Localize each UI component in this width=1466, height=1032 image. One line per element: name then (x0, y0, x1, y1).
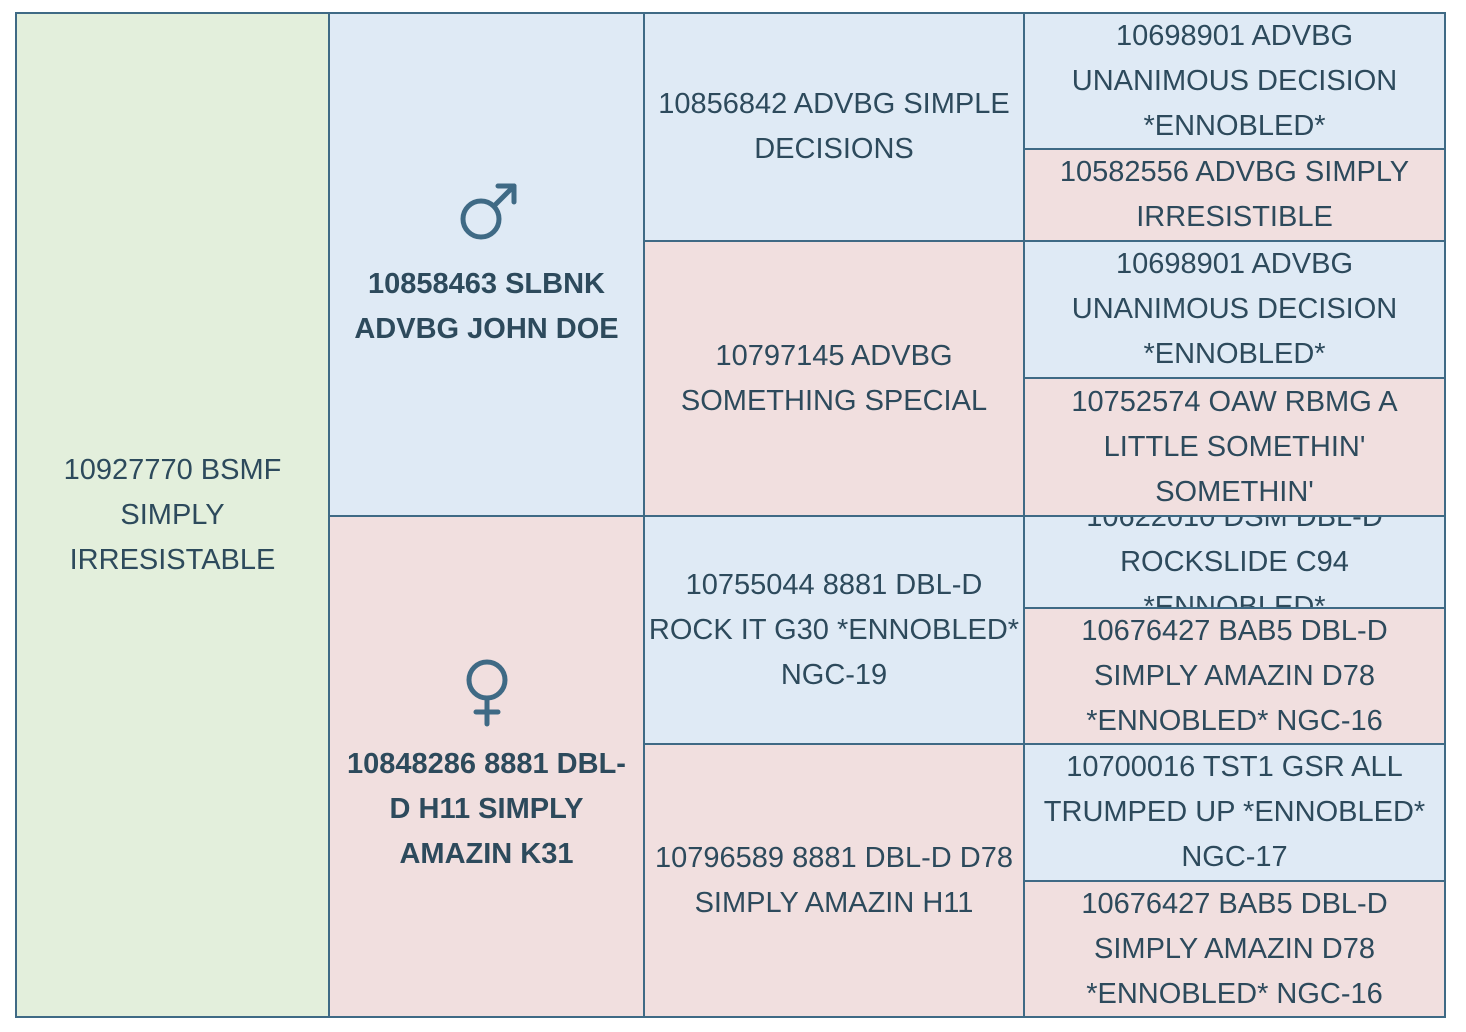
grandparent-label: 10755044 8881 DBL-D ROCK IT G30 *ENNOBLE… (648, 568, 1020, 691)
great-grandparent-label: 10698901 ADVBG UNANIMOUS DECISION *ENNOB… (1071, 19, 1398, 142)
subject-cell[interactable]: 10927770 BSMF SIMPLY IRRESISTABLE (15, 12, 330, 1018)
great-grandparent-cell[interactable]: 10698901 ADVBG UNANIMOUS DECISION *ENNOB… (1023, 240, 1446, 379)
grandparent-label: 10856842 ADVBG SIMPLE DECISIONS (658, 88, 1010, 165)
male-symbol-icon (452, 178, 522, 262)
great-grandparent-label: 10676427 BAB5 DBL-D SIMPLY AMAZIN D78 *E… (1081, 614, 1388, 737)
great-grandparent-label: 10622010 DSM DBL-D ROCKSLIDE C94 *ENNOBL… (1086, 515, 1383, 609)
female-symbol-icon (457, 656, 517, 742)
grandparent-cell-dam-sire[interactable]: 10755044 8881 DBL-D ROCK IT G30 *ENNOBLE… (643, 515, 1025, 745)
great-grandparent-cell[interactable]: 10700016 TST1 GSR ALL TRUMPED UP *ENNOBL… (1023, 743, 1446, 882)
dam-cell[interactable]: 10848286 8881 DBL-D H11 SIMPLY AMAZIN K3… (328, 515, 645, 1018)
grandparent-label: 10797145 ADVBG SOMETHING SPECIAL (680, 339, 988, 417)
sire-label: 10858463 SLBNK ADVBG JOHN DOE (354, 267, 619, 345)
great-grandparent-cell[interactable]: 10622010 DSM DBL-D ROCKSLIDE C94 *ENNOBL… (1023, 515, 1446, 609)
grandparent-cell-sire-sire[interactable]: 10856842 ADVBG SIMPLE DECISIONS (643, 12, 1025, 242)
great-grandparent-label: 10700016 TST1 GSR ALL TRUMPED UP *ENNOBL… (1043, 751, 1426, 873)
grandparent-label: 10796589 8881 DBL-D D78 SIMPLY AMAZIN H1… (655, 841, 1013, 919)
grandparent-cell-dam-dam[interactable]: 10796589 8881 DBL-D D78 SIMPLY AMAZIN H1… (643, 743, 1025, 1018)
great-grandparent-cell[interactable]: 10752574 OAW RBMG A LITTLE SOMETHIN' SOM… (1023, 377, 1446, 517)
sire-cell[interactable]: 10858463 SLBNK ADVBG JOHN DOE (328, 12, 645, 517)
great-grandparent-label: 10676427 BAB5 DBL-D SIMPLY AMAZIN D78 *E… (1081, 887, 1388, 1010)
great-grandparent-cell[interactable]: 10676427 BAB5 DBL-D SIMPLY AMAZIN D78 *E… (1023, 607, 1446, 745)
great-grandparent-label: 10582556 ADVBG SIMPLY IRRESISTIBLE (1059, 156, 1410, 233)
grandparent-cell-sire-dam[interactable]: 10797145 ADVBG SOMETHING SPECIAL (643, 240, 1025, 517)
dam-label: 10848286 8881 DBL-D H11 SIMPLY AMAZIN K3… (347, 748, 626, 870)
great-grandparent-cell[interactable]: 10698901 ADVBG UNANIMOUS DECISION *ENNOB… (1023, 12, 1446, 150)
great-grandparent-label: 10698901 ADVBG UNANIMOUS DECISION *ENNOB… (1071, 248, 1398, 370)
subject-label: 10927770 BSMF SIMPLY IRRESISTABLE (63, 453, 282, 576)
great-grandparent-cell[interactable]: 10676427 BAB5 DBL-D SIMPLY AMAZIN D78 *E… (1023, 880, 1446, 1018)
great-grandparent-cell[interactable]: 10582556 ADVBG SIMPLY IRRESISTIBLE (1023, 148, 1446, 242)
great-grandparent-label: 10752574 OAW RBMG A LITTLE SOMETHIN' SOM… (1071, 385, 1398, 508)
